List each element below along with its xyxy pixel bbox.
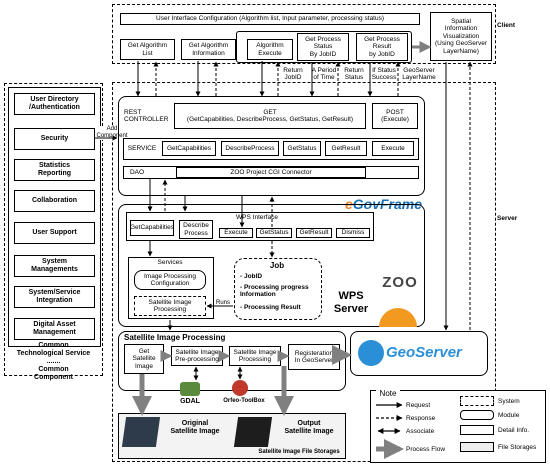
legend-module: Module [498,412,520,419]
service-label: SERVICE [125,140,159,158]
wps-services-box [128,257,214,319]
zoo-connector-box: ZOO Project CGI Connector [176,167,366,178]
get-algorithm-list-box: Get Algorithm List [120,39,175,60]
security-box: Security [14,128,95,150]
statistics-box: Statistics Reporting [14,159,95,181]
zoo-sun-icon [379,308,417,327]
wps-getresult: GetResult [296,228,332,238]
output-image-label: Output Satellite Image [284,420,334,436]
orfeo-icon [232,380,248,396]
return-jobid-label: Return JobID [283,67,303,82]
sat-processing-box: Satellite Image Processing [134,296,206,316]
period-of-time-label: A Period of Time [311,67,337,82]
legend-file-storages: File Storages [498,444,537,451]
get-process-result-box: Get Process Result by JobID [356,33,408,61]
get-algorithm-info-box: Get Algorithm Information [181,39,236,60]
digital-asset-box: Digital Asset Management [14,318,95,340]
get-process-status-box: Get Process Status By JobID [297,33,349,61]
algorithm-execute-box: Algorithm Execute [247,39,293,60]
client-label: Client [497,22,516,29]
gdal-label: GDAL [180,398,200,405]
ui-config-box: User Interface Configuration (Algorithm … [120,13,420,25]
wps-interface-box [126,212,374,241]
wps-describeprocess: Describe Process [179,220,213,239]
img-processing-config-box: Image Processing Configuration [134,270,206,290]
common-title: Common Technological Service ....... Com… [16,342,91,382]
wps-server-label: WPS Server [333,290,369,316]
legend-associate: Associate [406,428,435,435]
legend-detail-swatch [460,425,494,435]
original-image-label: Original Satellite Image [170,420,220,436]
job-item-result: - Processing Result [240,304,301,311]
wps-services-label: Services [157,259,183,266]
legend-system: System [498,398,520,405]
if-status-success-label: If Status Success [371,67,397,82]
geoserver-logo: GeoServer [386,344,462,361]
orfeo-label: Orfeo-ToolBox [223,398,265,404]
sat-preprocessing-box: Satellite Image Pre-processing [171,346,223,366]
add-component-label: Add Component [96,126,128,140]
system-integration-box: System/Service Integration [14,286,95,308]
get-box: GET (GetCapabilities, DescribeProcess, G… [174,103,366,129]
wps-getcapabilities: GetCapabilities [130,220,174,236]
service-row [123,138,419,160]
client-region [112,4,496,64]
gdal-icon [180,382,200,396]
post-box: POST (Execute) [372,103,418,129]
satellite-title: Satellite Image Processing [124,333,226,342]
job-item-jobid: - JobID [240,273,263,280]
svc-getstatus: GetStatus [283,141,321,156]
server-label: Server [497,215,518,222]
rest-controller-label: REST CONTROLLER [123,103,169,129]
legend-system-swatch [460,396,494,406]
runs-label: Runs [215,300,230,306]
egov-panel [118,96,425,196]
wps-getstatus: GetStatus [256,228,292,238]
legend-detail: Detail Info. [498,427,530,434]
job-box [234,258,322,320]
dao-label: DAO [125,167,149,178]
server-region [112,82,496,462]
zoo-logo: ZOO [382,274,418,291]
job-title: Job [269,261,285,270]
svc-describeprocess: DescribeProcess [221,141,279,156]
job-item-progress: - Processing progress Information [240,284,309,299]
note-title: Note [376,389,400,399]
svc-getresult: GetResult [325,141,367,156]
return-status-label: Return Status [344,67,364,82]
legend-request: Request [406,402,431,409]
system-managements-box: System Managements [14,255,95,277]
get-satellite-image-box: Get Satellite Image [124,344,164,374]
dao-row [123,166,419,179]
geoserver-layername-label: GeoServer LayerName [402,67,436,82]
wps-dismiss: Dismiss [336,228,370,238]
wps-interface-title: WPS Interface [236,214,278,221]
common-outer-dash [4,83,103,376]
legend-process-flow: Process Flow [406,446,446,453]
user-support-box: User Support [14,222,95,244]
spatial-visualization-box: Spatial Information Visualization (Using… [430,12,492,61]
collaboration-box: Collaboration [14,190,95,212]
svc-getcapabilities: GetCapabilities [162,141,216,156]
legend-response: Response [406,415,436,422]
registration-geoserver-box: Registeration In GeoServer [288,344,340,370]
legend-module-swatch [460,410,494,420]
wps-execute: Execute [219,228,253,238]
storage-label: Satellite Image File Storages [258,449,340,455]
client-inner-group [236,31,412,63]
common-panel [8,87,101,347]
svc-execute: Execute [372,141,414,156]
geoserver-globe-icon [358,340,384,366]
user-directory-box: User Directory /Authentication [14,93,95,115]
legend-file-swatch [460,442,494,452]
